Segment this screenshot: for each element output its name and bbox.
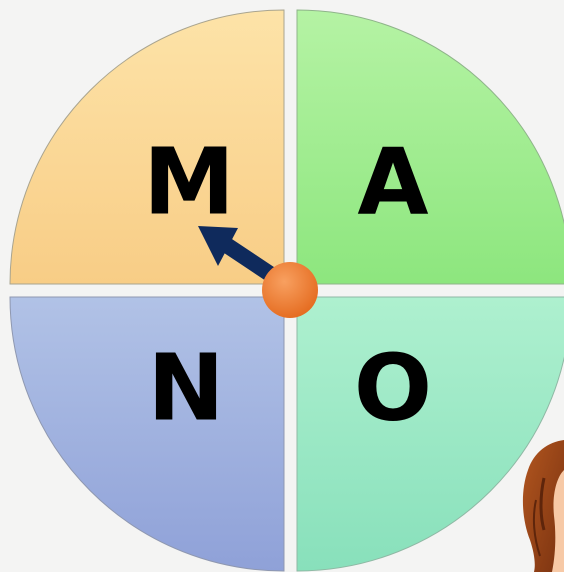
letter-m: M [143, 128, 235, 235]
letter-n: N [148, 334, 225, 441]
letter-o: O [354, 334, 432, 441]
segment-a[interactable] [297, 10, 564, 284]
spinner-hub[interactable] [262, 262, 318, 318]
character-mascot-icon [523, 440, 564, 572]
letter-a: A [357, 128, 428, 235]
